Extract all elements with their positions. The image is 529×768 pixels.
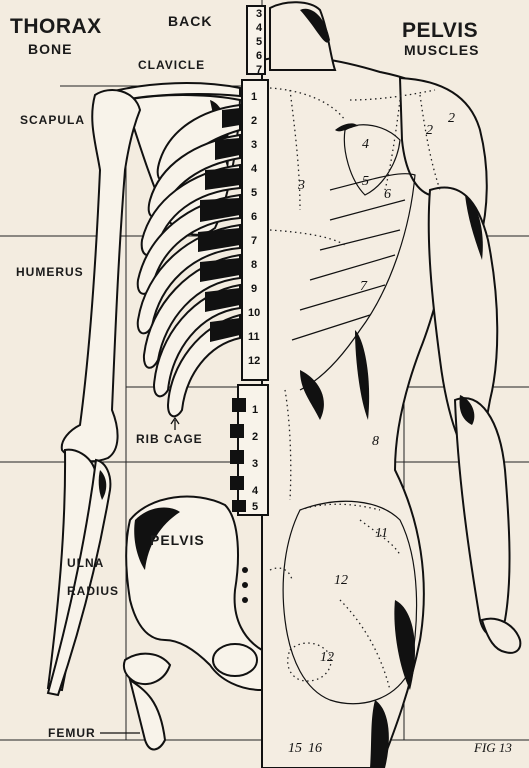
- skeleton: [46, 5, 269, 751]
- vertebra-t8: 8: [251, 259, 257, 271]
- title-thorax: THORAX: [10, 15, 102, 38]
- vertebra-numbers: 3 4 5 6 7 1 2 3 4 5 6 7 8 9 10 11 12 1 2…: [248, 8, 263, 513]
- muscle-4: 4: [362, 137, 369, 152]
- vertebra-t6: 6: [251, 211, 257, 223]
- muscle-12b: 12: [320, 650, 334, 665]
- vertebra-t9: 9: [251, 283, 257, 295]
- label-humerus: HUMERUS: [16, 265, 84, 279]
- label-ulna: ULNA: [67, 556, 104, 570]
- rib-cage-arrow: [170, 416, 180, 430]
- muscle-12a: 12: [334, 573, 348, 588]
- vertebra-t2: 2: [251, 115, 257, 127]
- label-femur: FEMUR: [48, 726, 96, 740]
- muscle-15: 15: [288, 741, 302, 756]
- title-pelvis: PELVIS: [402, 19, 478, 42]
- vertebra-l4: 4: [252, 485, 259, 497]
- rib-cage: [136, 103, 241, 418]
- vertebra-t12: 12: [248, 355, 260, 367]
- vertebra-l1: 1: [252, 404, 258, 416]
- subtitle-muscles: MUSCLES: [404, 42, 479, 58]
- label-clavicle: CLAVICLE: [138, 58, 205, 72]
- vertebra-t1: 1: [251, 91, 257, 103]
- muscle-5: 5: [362, 174, 369, 189]
- vertebra-t3: 3: [251, 139, 257, 151]
- vertebra-c4: 4: [256, 22, 263, 34]
- figure-caption: FIG 13: [473, 740, 512, 755]
- vertebra-t11: 11: [248, 331, 260, 343]
- vertebra-c7: 7: [256, 64, 262, 76]
- vertebra-l3: 3: [252, 458, 258, 470]
- subtitle-bone: BONE: [28, 41, 72, 57]
- muscle-6: 6: [384, 187, 391, 202]
- muscle-16: 16: [308, 741, 322, 756]
- vertebra-t10: 10: [248, 307, 260, 319]
- spine: [230, 5, 269, 516]
- label-radius: RADIUS: [67, 584, 119, 598]
- muscle-7: 7: [360, 279, 368, 294]
- label-scapula: SCAPULA: [20, 113, 85, 127]
- muscle-back: [261, 1, 522, 768]
- label-rib-cage: RIB CAGE: [136, 432, 203, 446]
- vertebra-t4: 4: [251, 163, 258, 175]
- muscle-numbers: 2 2 3 4 5 6 7 8 11 12 12 15 16: [288, 111, 455, 756]
- title-back: BACK: [168, 13, 212, 29]
- vertebra-l2: 2: [252, 431, 258, 443]
- label-pelvis: PELVIS: [150, 532, 205, 548]
- vertebra-c6: 6: [256, 50, 262, 62]
- vertebra-l5: 5: [252, 501, 258, 513]
- vertebra-t5: 5: [251, 187, 257, 199]
- pelvis-bone: [122, 495, 263, 751]
- muscle-2b: 2: [426, 123, 433, 138]
- vertebra-c3: 3: [256, 8, 262, 20]
- muscle-3: 3: [297, 178, 305, 193]
- vertebra-t7: 7: [251, 235, 257, 247]
- muscle-11: 11: [375, 526, 388, 541]
- muscle-8: 8: [372, 434, 379, 449]
- vertebra-c5: 5: [256, 36, 262, 48]
- muscle-2a: 2: [448, 111, 455, 126]
